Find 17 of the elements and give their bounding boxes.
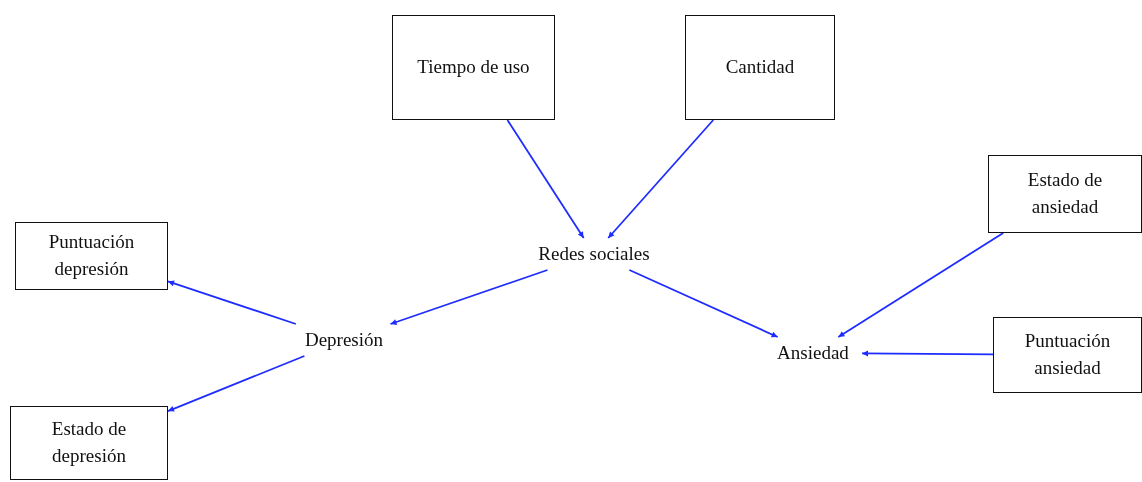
- arrow: [167, 355, 306, 412]
- variable-box: Puntuación ansiedad: [993, 317, 1142, 393]
- arrow: [628, 269, 779, 338]
- variable-box: Puntuación depresión: [15, 222, 168, 290]
- variable-box: Estado de ansiedad: [988, 155, 1142, 233]
- arrow: [506, 119, 585, 239]
- variable-label: Ansiedad: [764, 337, 862, 369]
- variable-label: Depresión: [292, 324, 396, 356]
- variable-box: Estado de depresión: [10, 406, 168, 480]
- variable-box: Cantidad: [685, 15, 835, 120]
- arrow: [607, 119, 715, 239]
- variable-box: Tiempo de uso: [392, 15, 555, 120]
- arrow: [167, 280, 297, 325]
- variable-label: Redes sociales: [520, 238, 668, 270]
- arrow: [389, 269, 549, 325]
- arrow: [861, 350, 994, 357]
- arrow: [837, 232, 1005, 338]
